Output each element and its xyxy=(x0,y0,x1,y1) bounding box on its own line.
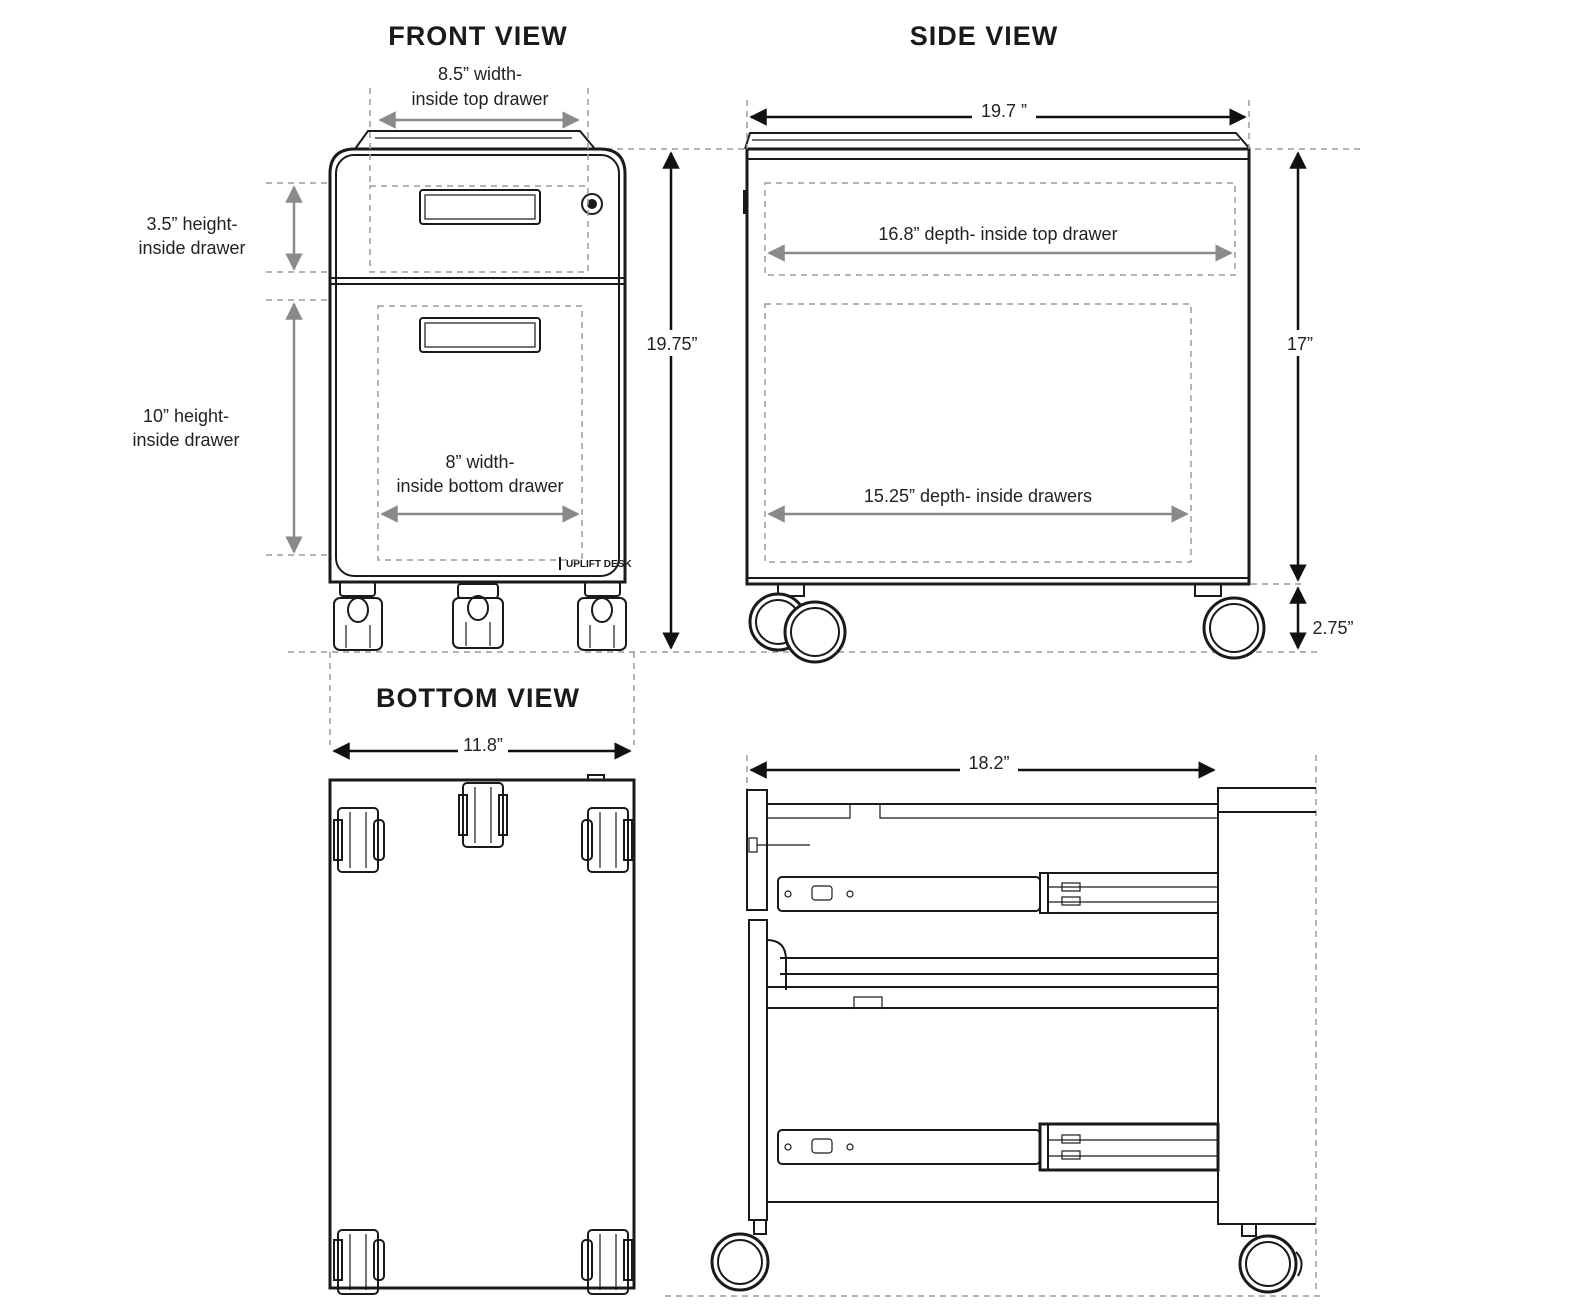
top-drawer-width-label-2: inside top drawer xyxy=(411,89,548,109)
bottom-drawer-width-label: 8” width- xyxy=(445,452,514,472)
bottom-drawer-height-label-2: inside drawer xyxy=(132,430,239,450)
top-drawer-width-label: 8.5” width- xyxy=(438,64,522,84)
side-cabinet-body xyxy=(745,147,1251,586)
bottom-view-base xyxy=(328,778,636,1290)
top-drawer-height-label-2: inside drawer xyxy=(138,238,245,258)
caster-height-label: 2.75” xyxy=(1312,618,1353,638)
top-drawer-height-label: 3.5” height- xyxy=(146,214,237,234)
front-casters xyxy=(333,581,627,651)
bottom-casters xyxy=(333,782,633,1295)
drawers-depth-label: 15.25” depth- inside drawers xyxy=(864,486,1092,506)
top-drawer-handle xyxy=(419,189,541,225)
front-inner-outline xyxy=(335,154,620,577)
front-view: UPLIFT DESK xyxy=(328,130,632,651)
front-view-title: FRONT VIEW xyxy=(388,21,568,51)
side-view xyxy=(743,132,1266,664)
bottom-view-title: BOTTOM VIEW xyxy=(376,683,580,713)
body-height-label: 17” xyxy=(1287,334,1313,354)
bottom-drawer-height-label: 10” height- xyxy=(143,406,229,426)
side-top-tray xyxy=(744,132,1251,150)
bottom-view xyxy=(328,652,636,1295)
side-casters xyxy=(748,583,1266,664)
extended-drawer-view xyxy=(665,755,1320,1297)
extended-depth-label: 18.2” xyxy=(968,753,1009,773)
side-view-title: SIDE VIEW xyxy=(910,21,1059,51)
front-cabinet-body xyxy=(328,147,627,584)
side-width-label: 19.7 ” xyxy=(981,101,1027,121)
overall-height-label: 19.75” xyxy=(646,334,697,354)
front-top-tray xyxy=(354,130,596,150)
bottom-drawer-handle xyxy=(419,317,541,353)
uplift-desk-logo: UPLIFT DESK xyxy=(566,559,632,570)
bottom-drawer-width-label-2: inside bottom drawer xyxy=(396,476,563,496)
lock-icon xyxy=(581,193,603,215)
top-drawer-depth-label: 16.8” depth- inside top drawer xyxy=(878,224,1117,244)
bottom-width-label: 11.8” xyxy=(463,735,503,755)
